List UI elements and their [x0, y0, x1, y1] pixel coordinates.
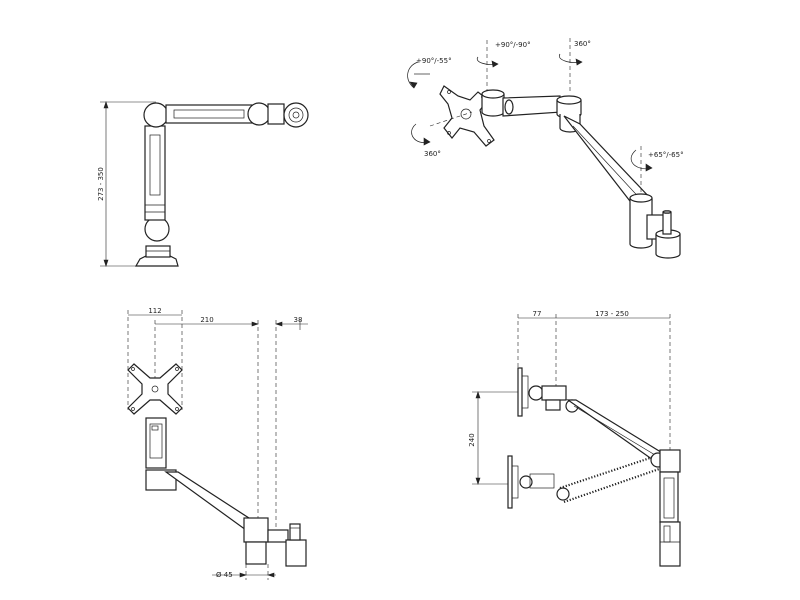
vesa-head — [283, 102, 309, 128]
clamp-screw-top — [662, 210, 672, 214]
rotation3-label: 360° — [424, 150, 441, 158]
top-width1-label: 112 — [148, 307, 161, 315]
reach-label: 173 - 250 — [595, 310, 629, 318]
base-block — [245, 541, 267, 565]
side-height-label: 273 - 350 — [97, 167, 105, 201]
clamp-arm — [267, 529, 289, 543]
arrow-head — [267, 572, 275, 578]
reach-side-view: 77 173 - 250 240 — [468, 310, 681, 567]
elbow-joint — [247, 102, 271, 126]
shoulder-block — [243, 517, 269, 543]
arrow-head — [275, 321, 283, 327]
vesa-hole — [131, 407, 135, 411]
pivot-axis — [429, 111, 473, 127]
head-column — [145, 417, 167, 469]
lower-arm-hatch-top — [559, 454, 657, 490]
elbow-joint-top — [556, 95, 582, 105]
shoulder-joint — [143, 102, 169, 128]
tilt-housing — [267, 103, 285, 125]
arrow-head — [575, 58, 583, 66]
shoulder-column-top — [629, 193, 653, 203]
arrow-head — [475, 391, 481, 399]
rotation4-label: +65°/-65° — [648, 151, 684, 159]
vertical-label: 240 — [468, 433, 476, 446]
vesa-head-center — [292, 111, 300, 119]
isometric-view: +90°/-55° +90°/-90° 360° 360° +65°/-65° — [407, 38, 684, 259]
side-elevation-view: 273 - 350 — [97, 101, 309, 267]
arrow-head — [239, 572, 247, 578]
upper-arm-line — [573, 405, 661, 459]
vesa-plate-front — [127, 363, 183, 415]
top-width2-label: 210 — [200, 316, 213, 324]
clamp-body — [285, 539, 307, 567]
vesa-center-hole — [151, 385, 159, 393]
vertical-column — [144, 125, 166, 221]
lower-forearm — [529, 473, 555, 489]
arrow-head — [251, 321, 259, 327]
shoulder-block — [659, 449, 681, 473]
vesa-center-hole — [460, 108, 472, 120]
arrow-head — [103, 101, 109, 109]
rotation2-label: 360° — [574, 40, 591, 48]
arrow-head — [409, 81, 418, 89]
upper-monitor-plate — [517, 367, 523, 417]
clamp-knob — [289, 523, 301, 541]
lower-elbow-joint — [556, 487, 570, 501]
main-arm-plan — [164, 471, 253, 531]
vesa-head-inner — [288, 107, 304, 123]
lower-vesa-bracket — [511, 465, 519, 499]
vesa-hole — [447, 90, 451, 94]
arrow-head — [103, 259, 109, 267]
column-cover — [149, 134, 161, 196]
elbow-block — [145, 469, 177, 491]
lower-monitor-plate — [507, 455, 513, 509]
rotation1-label: +90°/-90° — [495, 41, 531, 49]
base-column-cover — [663, 477, 675, 519]
upper-elbow-block — [545, 399, 561, 411]
vesa-hole — [487, 139, 491, 143]
lower-head-joint — [519, 475, 533, 489]
vesa-plate — [439, 85, 495, 147]
arrow-head — [645, 163, 653, 172]
main-arm-line — [572, 125, 646, 205]
clamp-foot — [655, 234, 681, 259]
vesa-hole — [447, 131, 451, 135]
vesa-hole — [131, 367, 135, 371]
arrow-head — [491, 60, 499, 68]
upper-vesa-bracket — [521, 375, 529, 409]
head-column-cover — [149, 423, 163, 459]
upper-head-joint — [528, 385, 544, 401]
arm-cover — [173, 109, 245, 119]
diameter-label: Ø 45 — [216, 571, 233, 579]
upper-forearm — [541, 385, 567, 401]
forearm-end-cap — [504, 99, 514, 115]
lower-joint — [144, 216, 170, 242]
offset-label: 77 — [533, 310, 542, 318]
horizontal-arm — [165, 104, 253, 124]
base-column — [659, 471, 679, 523]
clamp-base — [659, 521, 681, 567]
top-width3-label: 38 — [294, 316, 303, 324]
tilt-label: +90°/-55° — [416, 57, 452, 65]
base-clamp — [145, 245, 171, 258]
vesa-hole — [175, 367, 179, 371]
lower-arm-hatch-bottom — [563, 466, 663, 504]
top-plan-view: 112 210 38 — [127, 307, 308, 580]
head-column-slot — [151, 425, 159, 431]
clamp-screw — [662, 211, 672, 235]
head-joint-top — [481, 89, 505, 99]
arrow-head — [475, 477, 481, 485]
rotation-arrow — [407, 61, 419, 89]
vesa-hole — [175, 407, 179, 411]
arrow-head — [423, 137, 431, 146]
